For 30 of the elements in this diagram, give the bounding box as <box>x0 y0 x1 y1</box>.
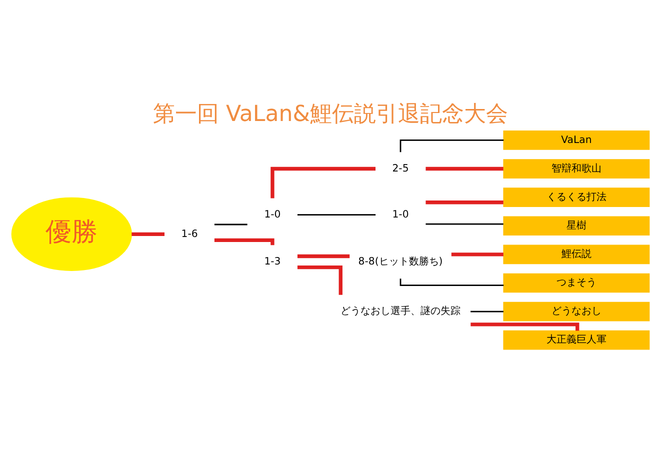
connector <box>470 322 580 331</box>
connector <box>426 223 504 225</box>
connector <box>470 310 504 312</box>
node-text: 1-0 <box>392 209 409 220</box>
node-box: くるくる打法 <box>503 188 650 207</box>
connector <box>297 266 342 295</box>
node-text: 1-3 <box>264 256 281 268</box>
node-box: 智辯和歌山 <box>503 159 650 178</box>
connector <box>214 238 274 246</box>
node-box: どうなおし <box>503 302 650 322</box>
connector <box>297 214 376 216</box>
node-box: 鯉伝説 <box>503 244 650 264</box>
node-box: 大正義巨人軍 <box>503 330 650 350</box>
node-text: 8-8(ヒット数勝ち) <box>358 256 443 268</box>
node-text: 2-5 <box>392 163 409 174</box>
node-text: 1-6 <box>181 228 198 240</box>
node-box: 星樹 <box>503 216 650 236</box>
connector <box>451 252 504 256</box>
node-box: VaLan <box>503 130 650 150</box>
node-ellipse: 優勝 <box>11 197 132 272</box>
node-text: どうなおし選手、謎の失踪 <box>340 306 461 318</box>
diagram-title: 第一回 VaLan&鯉伝説引退記念大会 <box>152 101 508 128</box>
connector <box>426 200 504 204</box>
connector <box>270 166 376 198</box>
connector <box>132 232 164 236</box>
connector <box>426 166 504 171</box>
connector <box>214 224 248 226</box>
node-text: 1-0 <box>264 209 281 220</box>
node-box: つまそう <box>503 273 650 293</box>
connector <box>297 254 350 258</box>
